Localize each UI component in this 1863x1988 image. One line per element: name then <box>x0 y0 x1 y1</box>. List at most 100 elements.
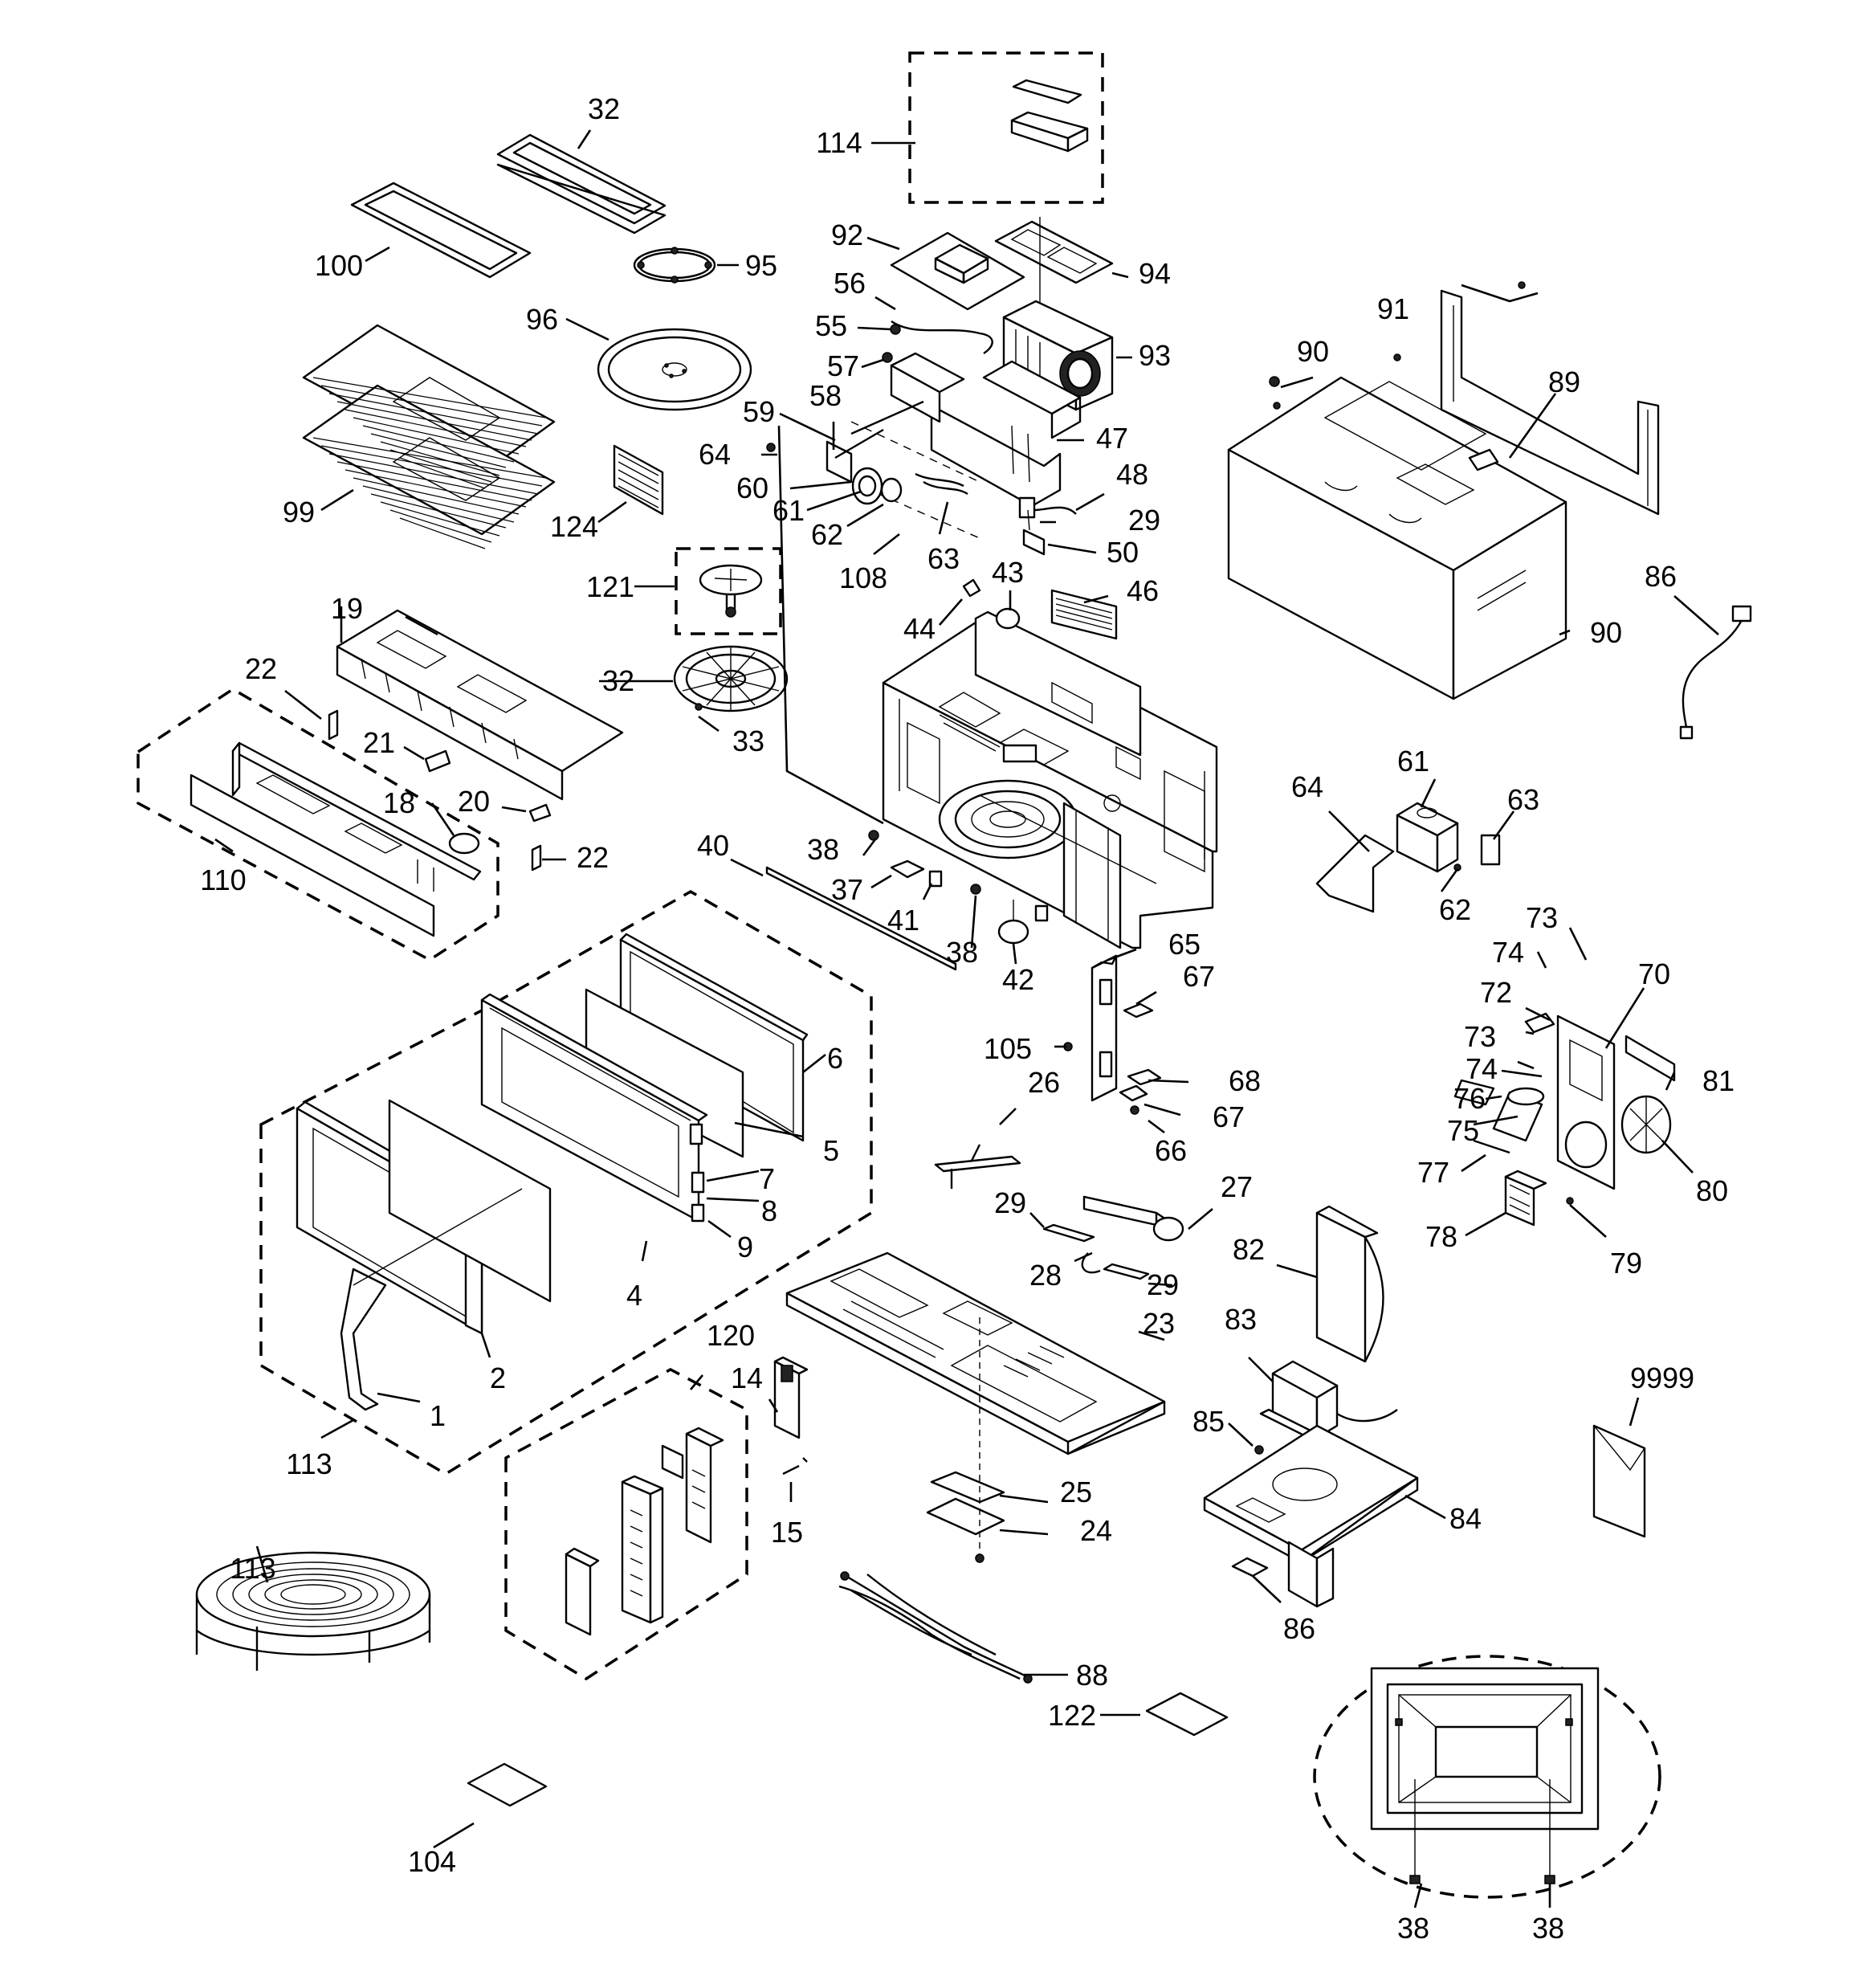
label-58: 62 <box>811 518 843 551</box>
part-24-screw <box>975 1553 984 1563</box>
label-81: 81 <box>1702 1064 1735 1097</box>
label-61: 61 <box>1397 745 1429 778</box>
part-93-mount-plate <box>1440 281 1660 516</box>
label-37: 37 <box>831 873 863 906</box>
part-121-coupler <box>699 564 763 618</box>
label-95: 93 <box>1139 339 1171 372</box>
part-65-latch-bracket <box>1090 954 1118 1102</box>
label-75: 75 <box>1447 1114 1479 1147</box>
label-73-bottom: 73 <box>1464 1020 1496 1053</box>
label-102: 32 <box>588 92 620 125</box>
part-83-transformer <box>1259 1360 1343 1451</box>
group-38-ellipse <box>1313 1655 1661 1899</box>
label-44: 44 <box>903 612 936 645</box>
leader-lines <box>214 129 1719 1908</box>
label-40: 40 <box>697 829 729 862</box>
part-54-55-motor-bracket <box>826 352 980 539</box>
part-21-clip <box>424 749 451 773</box>
part-29-switch-b <box>1103 1263 1150 1280</box>
label-88: 88 <box>1076 1659 1108 1692</box>
label-41: 41 <box>887 904 919 937</box>
label-59: 63 <box>927 542 960 575</box>
part-51-nut <box>890 324 901 335</box>
part-15-screw <box>782 1457 808 1476</box>
label-68: 68 <box>1229 1064 1261 1097</box>
part-22-clip-a <box>328 709 339 741</box>
label-6: 6 <box>827 1042 843 1075</box>
part-19-panel-frame <box>336 609 624 801</box>
part-20-clip <box>528 803 552 823</box>
label-56: 60 <box>736 471 768 504</box>
part-23-bottom-plate <box>785 1251 1166 1455</box>
label-86: 86 <box>1283 1612 1315 1645</box>
part-53-screw <box>882 352 893 363</box>
label-57: 61 <box>773 494 805 527</box>
part-70-control-bracket <box>1556 1014 1616 1190</box>
part-89-connector <box>1679 725 1694 740</box>
label-20: 20 <box>458 785 490 818</box>
label-67-bottom: 67 <box>1213 1100 1245 1133</box>
label-92: 90 <box>1297 335 1329 368</box>
part-46-grille <box>1050 589 1118 640</box>
group-108-box <box>137 687 499 962</box>
part-38-screw-b <box>970 884 981 895</box>
label-96: 94 <box>1139 257 1171 290</box>
label-26: 26 <box>1028 1066 1060 1099</box>
part-56-motor <box>851 467 883 505</box>
part-99-roller-ring <box>633 247 716 284</box>
part-104-filter-frame <box>350 182 532 279</box>
part-14-board <box>773 1356 809 1439</box>
part-89-cord <box>1682 618 1744 728</box>
label-74-bottom: 74 <box>1466 1052 1498 1085</box>
label-52: 56 <box>834 267 866 300</box>
group-110-box <box>259 889 873 1476</box>
label-120: 120 <box>707 1319 755 1352</box>
label-113: 113 <box>230 1552 275 1585</box>
label-78: 78 <box>1425 1220 1457 1253</box>
callout-labels: 32 100 95 96 99 124 114 92 94 56 55 57 9… <box>200 92 1735 1945</box>
label-90: 90 <box>1590 616 1622 649</box>
label-21: 21 <box>363 726 395 759</box>
label-46: 46 <box>1127 574 1159 607</box>
label-22-bottom: 22 <box>577 841 609 874</box>
part-60-screw <box>766 443 776 452</box>
part-78-motor <box>1504 1170 1547 1227</box>
part-113-rack <box>195 1551 431 1671</box>
label-84: 84 <box>1449 1502 1482 1535</box>
label-114: 114 <box>816 126 862 159</box>
label-18: 18 <box>383 786 415 819</box>
part-32-stirrer <box>673 645 789 712</box>
part-4-door-inner <box>480 993 708 1223</box>
part-102-filter <box>496 133 667 235</box>
label-66: 66 <box>1155 1134 1187 1167</box>
label-38-inset-left: 38 <box>1397 1912 1429 1945</box>
label-107: 108 <box>839 561 887 594</box>
label-19: 19 <box>331 592 363 625</box>
label-85: 85 <box>1192 1405 1225 1438</box>
label-60: 64 <box>699 438 731 471</box>
part-43-lamp <box>995 607 1021 630</box>
label-29-top: 29 <box>1128 504 1160 537</box>
label-38-center: 38 <box>946 936 978 969</box>
label-63: 63 <box>1507 783 1539 816</box>
part-40-strip <box>765 866 957 971</box>
part-18-knob <box>448 832 480 855</box>
label-83: 83 <box>1225 1303 1257 1336</box>
label-4: 4 <box>626 1279 642 1312</box>
label-103: 99 <box>283 496 315 529</box>
label-29-low: 29 <box>1147 1268 1179 1301</box>
part-124-grille <box>613 444 664 516</box>
label-91: 89 <box>1548 365 1580 398</box>
part-83-wire <box>1336 1409 1398 1423</box>
part-9999-fold <box>1593 1425 1645 1472</box>
part-59-harness <box>915 472 968 496</box>
label-15: 15 <box>771 1516 803 1549</box>
part-92-screw <box>1269 376 1280 387</box>
part-80-fan <box>1620 1095 1672 1154</box>
group-outlines <box>137 51 1661 1899</box>
part-82-back-panel <box>1315 1205 1384 1363</box>
label-7: 7 <box>759 1162 775 1195</box>
label-25: 25 <box>1060 1476 1092 1508</box>
part-81-plate <box>1625 1035 1676 1082</box>
